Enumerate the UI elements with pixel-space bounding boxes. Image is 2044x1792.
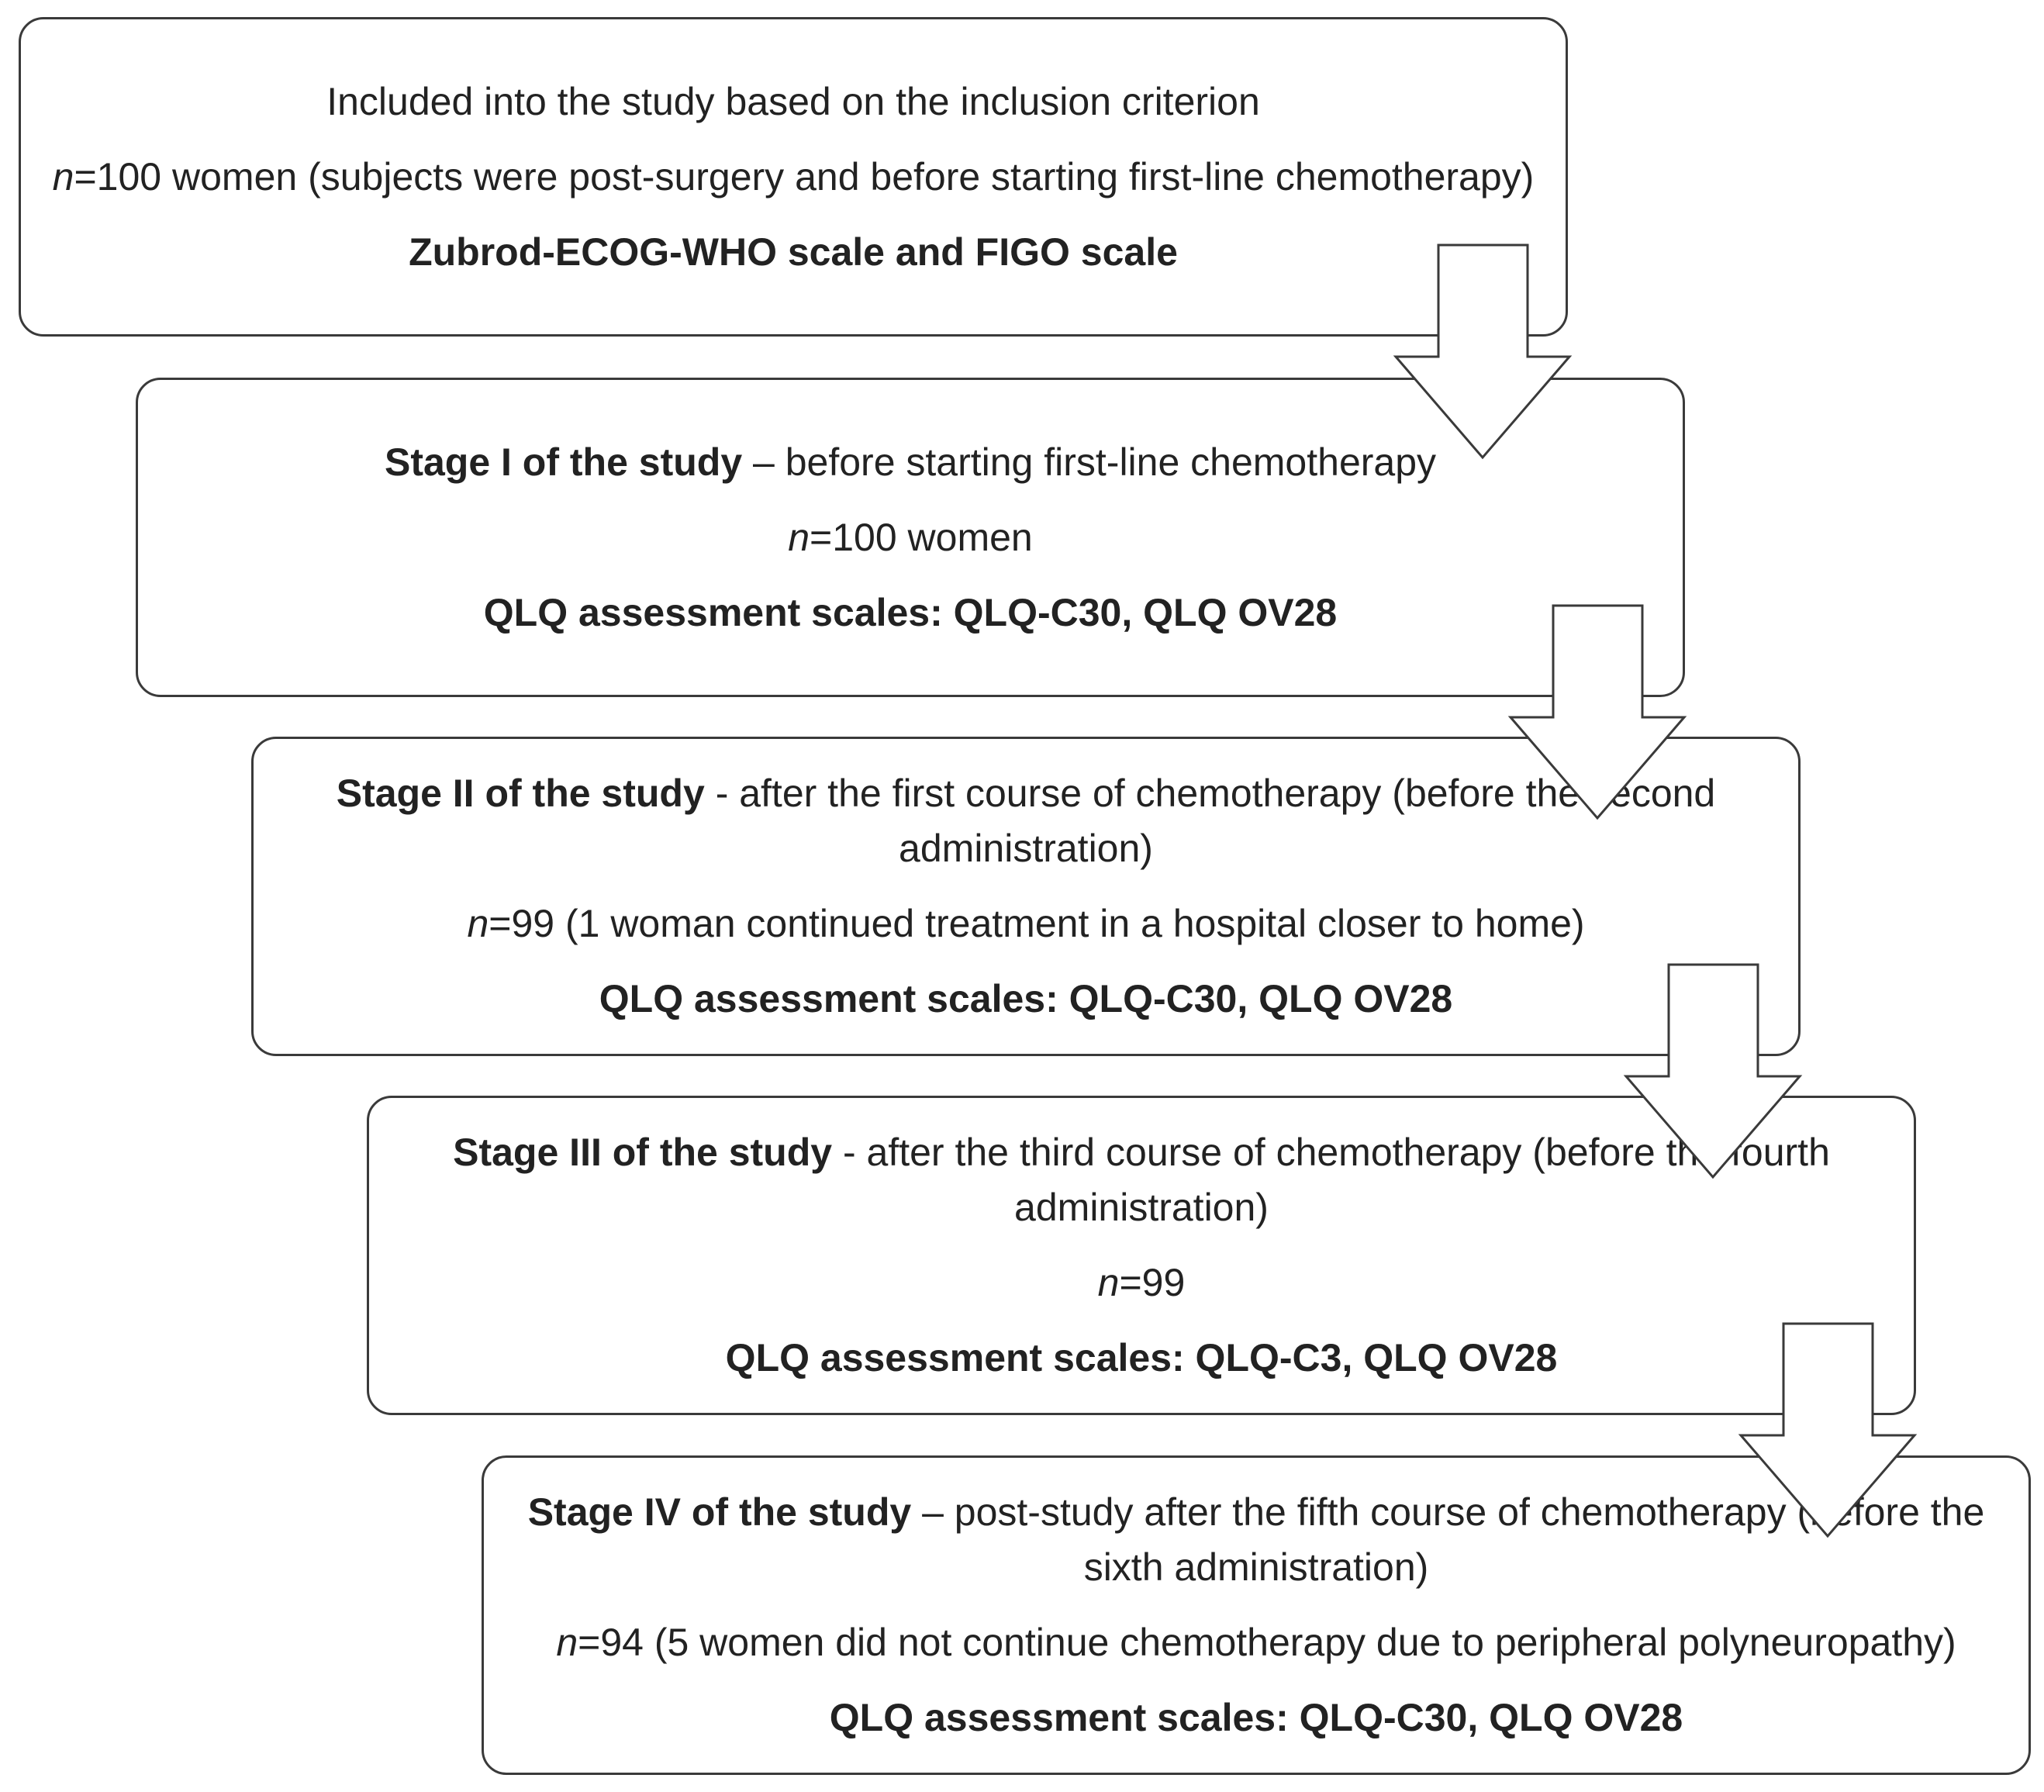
stage-2-heading: Stage II of the study - after the first … [285, 766, 1767, 876]
down-arrow-icon [1738, 1322, 1918, 1538]
n-variable: n [788, 515, 810, 559]
sample-size-text: =99 (1 woman continued treatment in a ho… [489, 902, 1585, 945]
n-variable: n [52, 154, 74, 199]
stage-3-label: Stage III of the study [453, 1131, 833, 1174]
n-variable: n [1097, 1261, 1120, 1304]
flow-box-stage-1: Stage I of the study – before starting f… [136, 378, 1685, 697]
stage-4-scales: QLQ assessment scales: QLQ-C30, QLQ OV28 [829, 1696, 1683, 1739]
stage-3-description: - after the third course of chemotherapy… [832, 1131, 1830, 1229]
inclusion-scales: Zubrod-ECOG-WHO scale and FIGO scale [409, 230, 1178, 274]
stage-1-heading: Stage I of the study – before starting f… [169, 435, 1652, 490]
flow-box-stage-4: Stage IV of the study – post-study after… [482, 1455, 2031, 1775]
down-arrow-icon [1393, 243, 1573, 460]
sample-size-text: =100 women [810, 515, 1033, 559]
stage-3-scales: QLQ assessment scales: QLQ-C3, QLQ OV28 [725, 1336, 1558, 1379]
sample-size-text: =94 (5 women did not continue chemothera… [578, 1621, 1956, 1664]
stage-2-description: - after the first course of chemotherapy… [704, 772, 1716, 870]
stage-4-sample-size: n=94 (5 women did not continue chemother… [515, 1615, 1997, 1670]
flow-box-stage-2: Stage II of the study - after the first … [251, 737, 1801, 1056]
inclusion-title: Included into the study based on the inc… [326, 79, 1260, 123]
down-arrow-icon [1623, 963, 1803, 1179]
flow-box-inclusion: Included into the study based on the inc… [19, 17, 1568, 337]
stage-1-scales: QLQ assessment scales: QLQ-C30, QLQ OV28 [483, 590, 1338, 634]
stage-2-scales: QLQ assessment scales: QLQ-C30, QLQ OV28 [599, 977, 1453, 1020]
stage-4-label: Stage IV of the study [527, 1490, 912, 1534]
stage-3-sample-size: n=99 [400, 1255, 1883, 1310]
stage-2-sample-size: n=99 (1 woman continued treatment in a h… [285, 896, 1767, 951]
sample-size-text: =99 [1119, 1261, 1186, 1304]
inclusion-sample-size: n=100 women (subjects were post-surgery … [52, 150, 1535, 205]
stage-1-label: Stage I of the study [384, 440, 743, 484]
stage-3-heading: Stage III of the study - after the third… [400, 1125, 1883, 1235]
n-variable: n [467, 902, 489, 945]
down-arrow-icon [1507, 604, 1687, 820]
flow-box-stage-3: Stage III of the study - after the third… [367, 1096, 1916, 1415]
stage-1-sample-size: n=100 women [169, 510, 1652, 565]
stage-2-label: Stage II of the study [336, 772, 705, 815]
n-variable: n [556, 1621, 578, 1664]
sample-size-text: =100 women (subjects were post-surgery a… [74, 154, 1535, 199]
stage-1-description: – before starting first-line chemotherap… [742, 440, 1437, 484]
